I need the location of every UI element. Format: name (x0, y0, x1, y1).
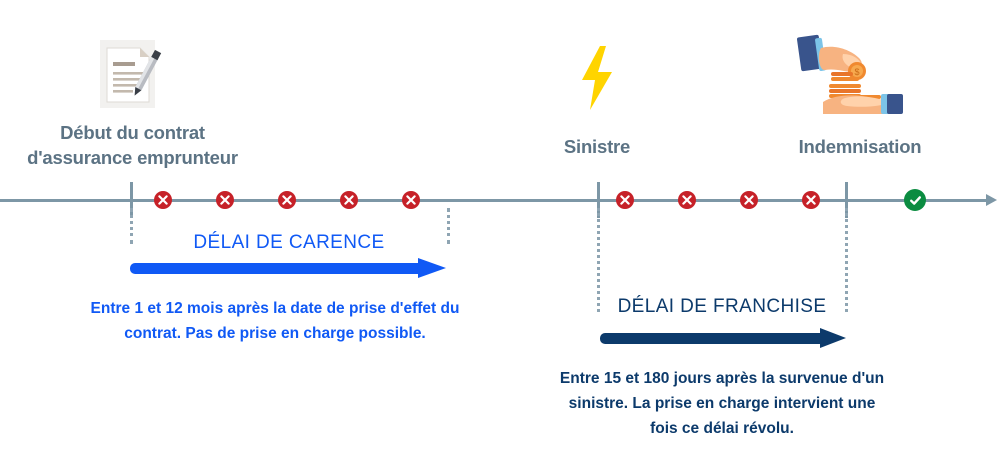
circle-check-icon (904, 189, 926, 211)
period-description-franchise-line3: fois ce délai révolu. (650, 420, 794, 437)
guide-line-carence-end (447, 208, 450, 244)
period-arrow-delai-de-franchise (600, 328, 846, 348)
lightning-bolt-icon (578, 46, 618, 110)
stage-label-sinistre: Sinistre (497, 134, 697, 159)
circle-cross-icon (740, 191, 758, 209)
circle-cross-icon (678, 191, 696, 209)
circle-cross-icon (616, 191, 634, 209)
hand-coins-payout-icon: $ (795, 32, 905, 114)
circle-cross-icon (278, 191, 296, 209)
stage-label-debut-contrat-line1: Début du contrat (60, 122, 205, 143)
timeline-tick-debut-contrat (130, 182, 133, 218)
circle-cross-icon (154, 191, 172, 209)
period-description-delai-de-carence: Entre 1 et 12 mois après la date de pris… (50, 296, 500, 346)
guide-line-franchise-end (845, 208, 848, 312)
contract-document-pen-icon (100, 40, 162, 110)
stage-label-indemnisation-line1: Indemnisation (798, 136, 922, 157)
period-description-delai-de-franchise: Entre 15 et 180 jours après la survenue … (512, 366, 932, 441)
circle-cross-icon (340, 191, 358, 209)
period-arrow-delai-de-carence (130, 258, 448, 278)
stage-label-sinistre-line1: Sinistre (563, 136, 631, 157)
stage-label-debut-contrat: Début du contrat d'assurance emprunteur (0, 120, 265, 170)
stage-label-debut-contrat-line2: d'assurance emprunteur (27, 147, 238, 168)
timeline-tick-indemnisation (845, 182, 848, 218)
circle-cross-icon (216, 191, 234, 209)
period-title-delai-de-carence: DÉLAI DE CARENCE (193, 232, 385, 253)
guide-line-franchise-start (597, 208, 600, 312)
timeline-tick-sinistre (597, 182, 600, 218)
stage-label-indemnisation: Indemnisation (740, 134, 980, 159)
period-description-franchise-line2: sinistre. La prise en charge intervient … (568, 395, 876, 412)
circle-cross-icon (802, 191, 820, 209)
period-description-carence-line2: contrat. Pas de prise en charge possible… (124, 325, 426, 342)
period-title-delai-de-franchise: DÉLAI DE FRANCHISE (617, 296, 827, 317)
svg-text:$: $ (854, 67, 859, 77)
circle-cross-icon (402, 191, 420, 209)
period-description-franchise-line1: Entre 15 et 180 jours après la survenue … (559, 370, 885, 387)
guide-line-carence-start (130, 208, 133, 244)
timeline-arrowhead-icon (986, 194, 997, 206)
period-description-carence-line1: Entre 1 et 12 mois après la date de pris… (90, 300, 460, 317)
timeline-axis (0, 199, 988, 202)
